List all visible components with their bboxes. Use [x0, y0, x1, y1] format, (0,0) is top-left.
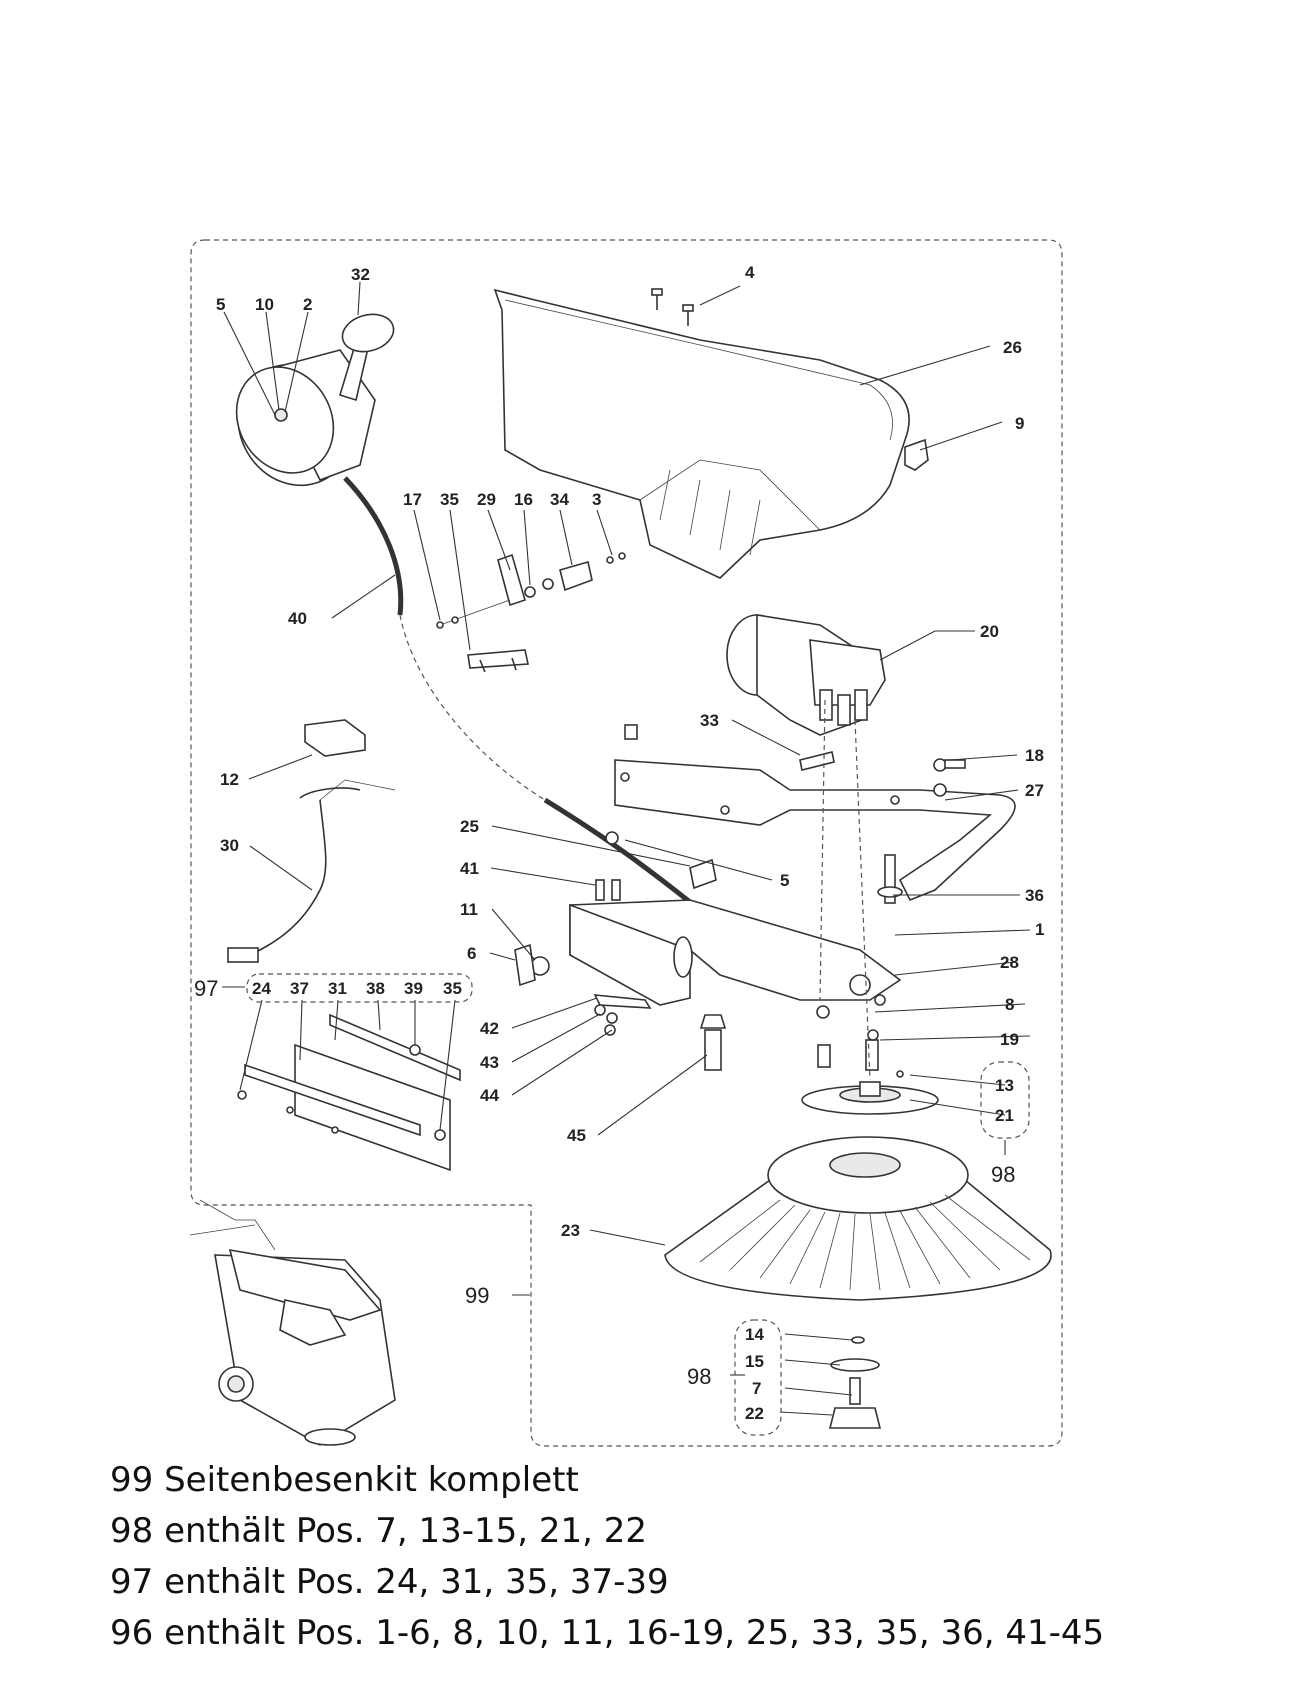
switch-assembly [436, 552, 626, 673]
flap-assembly [237, 1013, 461, 1172]
callout: 45 [567, 1126, 586, 1145]
callout: 9 [1015, 414, 1024, 433]
bowden-cable-inner [399, 614, 546, 801]
callout: 24 [252, 979, 271, 998]
callout: 4 [745, 263, 755, 282]
callout: 36 [1025, 886, 1044, 905]
callout: 10 [255, 295, 274, 314]
upper-arm [614, 759, 1016, 902]
machine-overview [189, 1199, 396, 1446]
callout: 40 [288, 609, 307, 628]
callout: 30 [220, 836, 239, 855]
callout: 97 [194, 976, 218, 1001]
callout: 17 [403, 490, 422, 509]
callout: 16 [514, 490, 533, 509]
callout: 26 [1003, 338, 1022, 357]
callout: 15 [745, 1352, 764, 1371]
callout: 13 [995, 1076, 1014, 1095]
control-box [235, 313, 395, 487]
callout: 98 [991, 1162, 1015, 1187]
callout: 44 [480, 1086, 499, 1105]
callout: 43 [480, 1053, 499, 1072]
brush-hub [801, 1081, 939, 1115]
bowden-cable [343, 476, 404, 616]
callout: 1 [1035, 920, 1044, 939]
callout: 21 [995, 1106, 1014, 1125]
leader-lines [222, 281, 1031, 1416]
callout: 23 [561, 1221, 580, 1240]
callout: 6 [467, 944, 476, 963]
callout: 8 [1005, 995, 1014, 1014]
callout: 39 [404, 979, 423, 998]
callout: 98 [687, 1364, 711, 1389]
brush-fasteners [828, 1336, 882, 1429]
callout: 12 [220, 770, 239, 789]
side-brush [664, 1136, 1052, 1301]
legend-line-99: 99 Seitenbesenkit komplett [110, 1460, 579, 1500]
legend-line-98: 98 enthält Pos. 7, 13-15, 21, 22 [110, 1511, 648, 1551]
callout: 33 [700, 711, 719, 730]
callout: 19 [1000, 1030, 1019, 1049]
bracket-9 [904, 438, 929, 471]
parts-legend: 99 Seitenbesenkit komplett 98 enthält Po… [110, 1455, 1260, 1659]
callout: 2 [303, 295, 312, 314]
callout: 5 [780, 871, 789, 890]
callout: 34 [550, 490, 569, 509]
screws-4 [651, 288, 694, 326]
callout: 3 [592, 490, 601, 509]
callout: 41 [460, 859, 479, 878]
callout: 11 [460, 900, 478, 919]
group-98-outline-upper [980, 1061, 1030, 1139]
callout: 32 [351, 265, 370, 284]
group-98-outline-lower [734, 1319, 782, 1436]
callout: 37 [290, 979, 309, 998]
callout: 14 [745, 1325, 764, 1344]
wiring-harness [227, 719, 396, 963]
lower-hardware [514, 879, 904, 1078]
callout: 28 [1000, 953, 1019, 972]
callout: 18 [1025, 746, 1044, 765]
callout: 29 [477, 490, 496, 509]
kit-outline [190, 239, 1063, 1447]
callout: 31 [328, 979, 347, 998]
legend-line-97: 97 enthält Pos. 24, 31, 35, 37-39 [110, 1562, 669, 1602]
callout-labels: 5 10 2 32 4 26 9 17 35 29 16 34 3 40 20 … [194, 263, 1044, 1423]
lower-arm [569, 899, 902, 1006]
callout: 42 [480, 1019, 499, 1038]
callout: 27 [1025, 781, 1044, 800]
legend-line-96: 96 enthält Pos. 1-6, 8, 10, 11, 16-19, 2… [110, 1613, 1105, 1653]
callout: 5 [216, 295, 225, 314]
callout: 7 [752, 1379, 761, 1398]
callout: 22 [745, 1404, 764, 1423]
callout: 20 [980, 622, 999, 641]
cover-housing [493, 288, 910, 579]
callout: 35 [440, 490, 459, 509]
gear-motor [726, 614, 886, 736]
callout: 35 [443, 979, 462, 998]
callout: 25 [460, 817, 479, 836]
callout: 99 [465, 1283, 489, 1308]
group-97-outline [246, 973, 473, 1003]
callout: 38 [366, 979, 385, 998]
